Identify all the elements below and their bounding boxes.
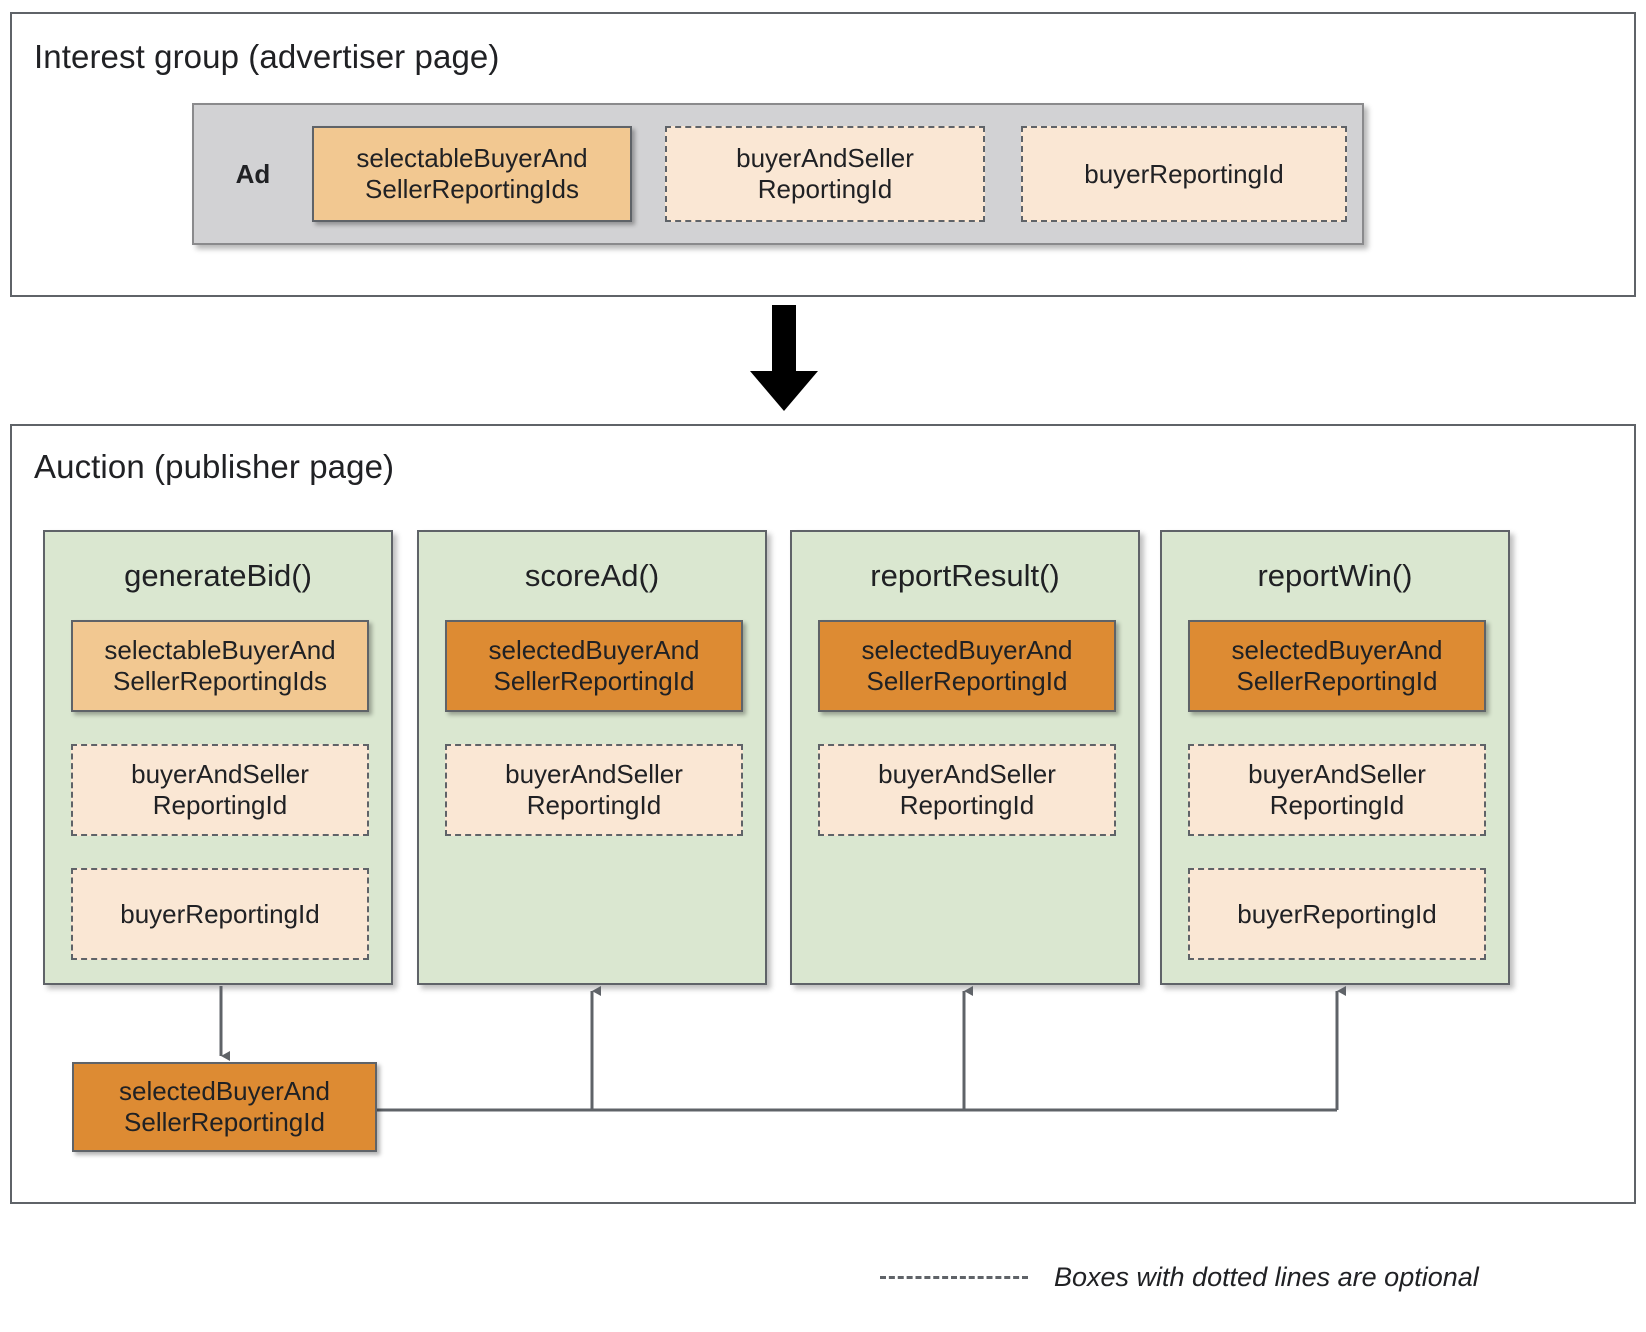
function-title-generate-bid: generateBid() <box>124 558 312 593</box>
ad-container: Ad selectableBuyerAnd SellerReportingIds… <box>192 103 1364 245</box>
report-result-box-buyer-and-seller-reporting-id: buyerAndSeller ReportingId <box>818 744 1116 836</box>
legend: Boxes with dotted lines are optional <box>880 1262 1479 1293</box>
selected-buyer-and-seller-reporting-id-box: selectedBuyerAnd SellerReportingId <box>72 1062 377 1152</box>
auction-title: Auction (publisher page) <box>34 448 395 485</box>
score-ad-box-selected-buyer-and-seller-reporting-id: selectedBuyerAnd SellerReportingId <box>445 620 743 712</box>
function-column-report-result: reportResult() selectedBuyerAnd SellerRe… <box>790 530 1140 985</box>
function-column-report-win: reportWin() selectedBuyerAnd SellerRepor… <box>1160 530 1510 985</box>
score-ad-box-buyer-and-seller-reporting-id: buyerAndSeller ReportingId <box>445 744 743 836</box>
ig-box-buyer-and-seller-reporting-id: buyerAndSeller ReportingId <box>665 126 985 222</box>
generate-bid-box-buyer-reporting-id: buyerReportingId <box>71 868 369 960</box>
report-win-box-selected-buyer-and-seller-reporting-id: selectedBuyerAnd SellerReportingId <box>1188 620 1486 712</box>
generate-bid-box-buyer-and-seller-reporting-id: buyerAndSeller ReportingId <box>71 744 369 836</box>
interest-group-title: Interest group (advertiser page) <box>34 38 500 75</box>
report-win-box-buyer-and-seller-reporting-id: buyerAndSeller ReportingId <box>1188 744 1486 836</box>
report-result-box-selected-buyer-and-seller-reporting-id: selectedBuyerAnd SellerReportingId <box>818 620 1116 712</box>
function-column-score-ad: scoreAd() selectedBuyerAnd SellerReporti… <box>417 530 767 985</box>
function-title-report-result: reportResult() <box>870 558 1060 593</box>
legend-label: Boxes with dotted lines are optional <box>1054 1262 1479 1292</box>
ig-box-buyer-reporting-id: buyerReportingId <box>1021 126 1347 222</box>
function-column-generate-bid: generateBid() selectableBuyerAnd SellerR… <box>43 530 393 985</box>
function-title-report-win: reportWin() <box>1257 558 1413 593</box>
ad-label: Ad <box>235 158 271 189</box>
ig-box-selectable-buyer-and-seller-reporting-ids: selectableBuyerAnd SellerReportingIds <box>312 126 632 222</box>
generate-bid-box-selectable-buyer-and-seller-reporting-ids: selectableBuyerAnd SellerReportingIds <box>71 620 369 712</box>
legend-dashed-line-sample <box>880 1276 1028 1279</box>
function-title-score-ad: scoreAd() <box>524 558 660 593</box>
flow-down-arrow-icon <box>750 305 818 411</box>
report-win-box-buyer-reporting-id: buyerReportingId <box>1188 868 1486 960</box>
